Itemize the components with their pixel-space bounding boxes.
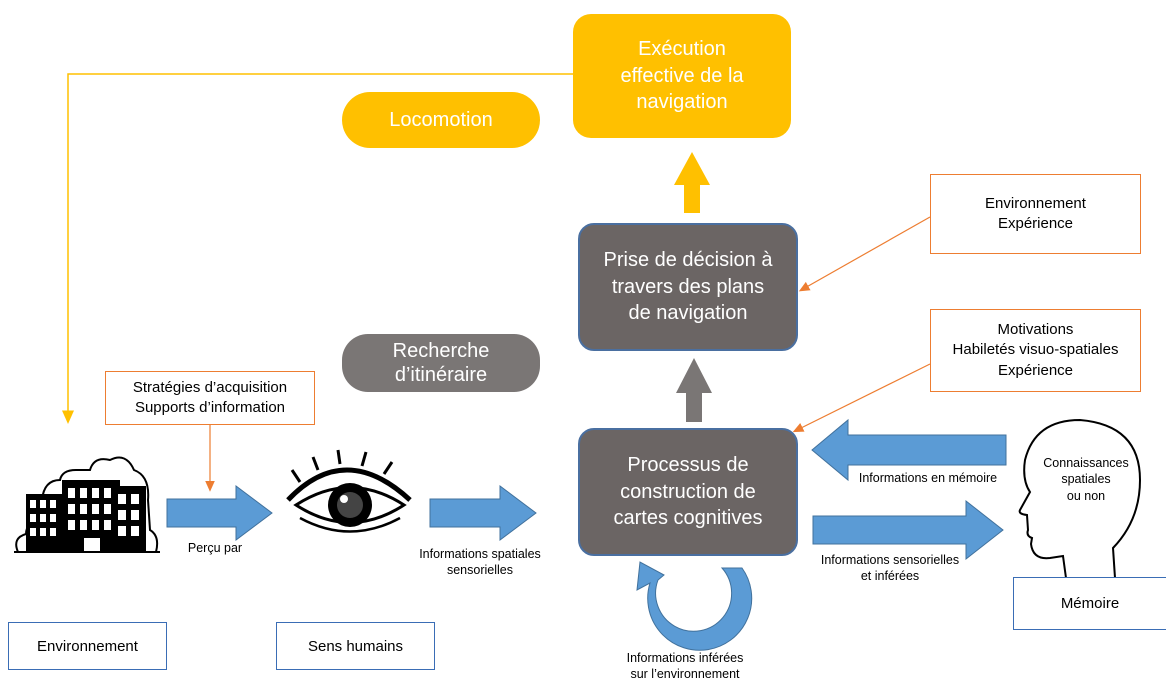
env-exp-connector <box>798 216 931 292</box>
env-exp-box: Environnement Expérience <box>930 174 1141 254</box>
arrow-info-memoire <box>811 418 1007 482</box>
info-spatiales-label: Informations spatiales sensorielles <box>419 547 541 578</box>
locomotion-node: Locomotion <box>342 92 540 148</box>
eye-icon <box>286 449 412 533</box>
arrow-up-gray <box>676 358 712 422</box>
feedback-line <box>62 73 573 424</box>
execution-node: Exécution effective de la navigation <box>573 14 791 138</box>
arrow-percu <box>166 485 273 541</box>
loop-arrow <box>636 561 753 651</box>
info-memoire-label: Informations en mémoire <box>858 471 998 485</box>
connaissances-label: Connaissances spatiales ou non <box>1043 456 1129 503</box>
building-icon <box>14 456 160 553</box>
arrow-up-gold <box>674 152 710 213</box>
motivations-box: Motivations Habiletés visuo-spatiales Ex… <box>930 309 1141 392</box>
sens-humains-box: Sens humains <box>276 622 435 670</box>
percu-par-label: Perçu par <box>187 541 243 555</box>
decision-node: Prise de décision à travers des plans de… <box>578 223 798 351</box>
motivations-connector <box>792 363 931 433</box>
recherche-node: Recherche d’itinéraire <box>342 334 540 392</box>
head-icon <box>1018 418 1142 579</box>
info-sensorielles-label: Informations sensorielles et inférées <box>820 553 960 584</box>
processus-node: Processus de construction de cartes cogn… <box>578 428 798 556</box>
info-inferees-label: Informations inférées sur l’environnemen… <box>626 651 744 679</box>
arrow-info-spatiales <box>429 485 537 541</box>
arrow-info-sensorielles <box>812 499 1004 561</box>
memoire-box: Mémoire <box>1013 577 1166 630</box>
environnement-box: Environnement <box>8 622 167 670</box>
strategies-box: Stratégies d’acquisition Supports d’info… <box>105 371 315 425</box>
